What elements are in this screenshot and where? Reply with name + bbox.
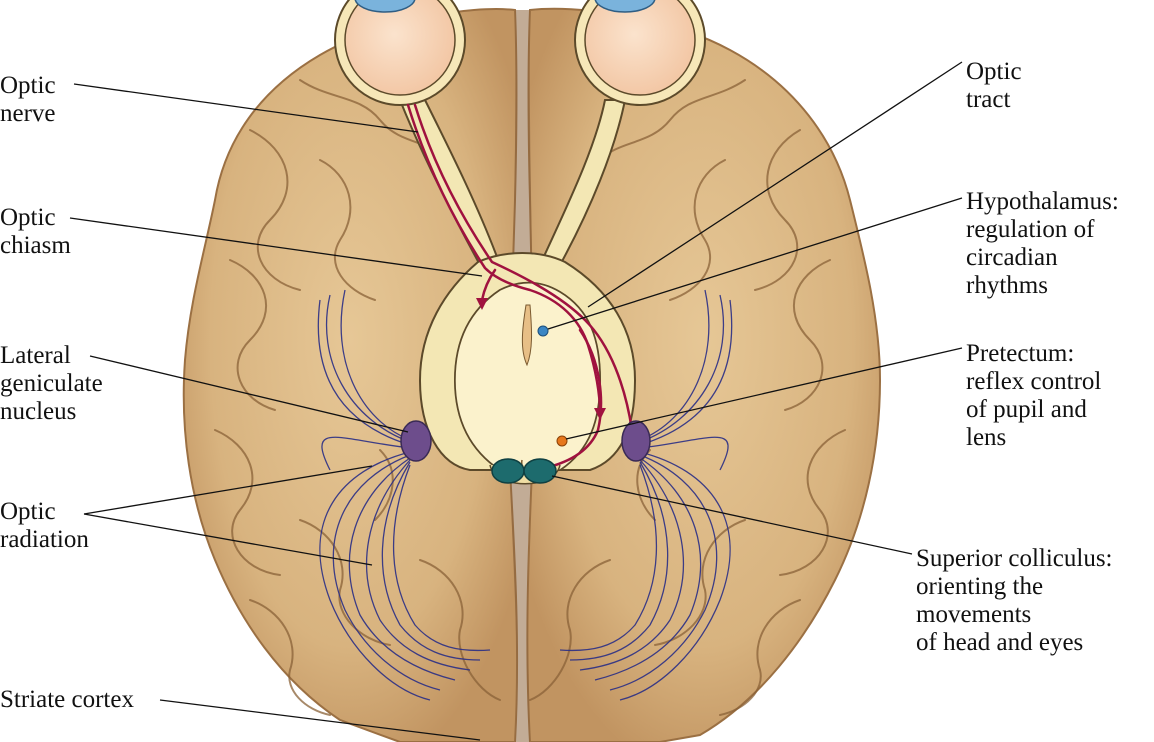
pretectum-dot [557,436,567,446]
left-superior-colliculus [492,459,524,483]
hypothalamus-dot [538,326,548,336]
right-lateral-geniculate-nucleus [622,421,650,461]
left-lateral-geniculate-nucleus [401,421,431,461]
label-striate-cortex: Striate cortex [0,686,134,714]
right-superior-colliculus [524,459,556,483]
